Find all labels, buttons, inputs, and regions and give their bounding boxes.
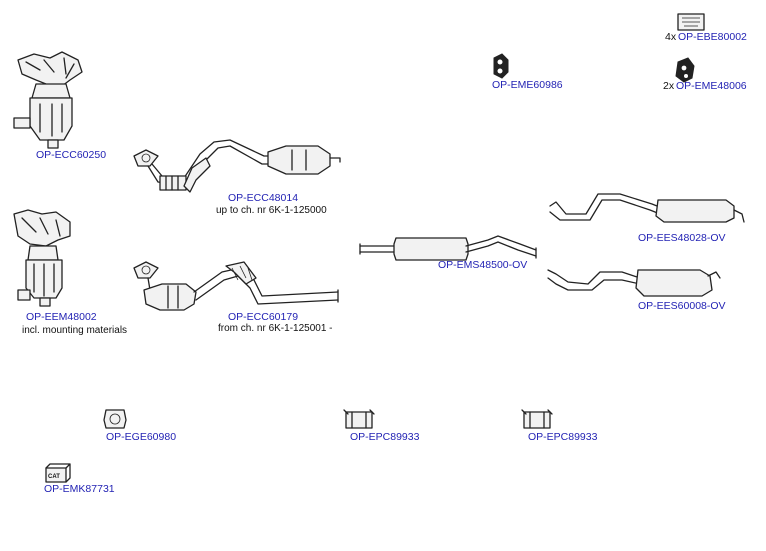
rubber-mount-drawing-eme48006[interactable] <box>675 57 695 83</box>
part-code-ems48500[interactable]: OP-EMS48500-OV <box>438 259 528 271</box>
pipe-clamp-drawing-epc89933-a[interactable] <box>343 409 375 429</box>
part-code-emk87731[interactable]: OP-EMK87731 <box>44 483 115 495</box>
front-pipe-catalyst-drawing-ecc48014[interactable] <box>133 139 341 193</box>
pipe-clamp-drawing-epc89933-b[interactable] <box>521 409 553 429</box>
part-code-ees48028[interactable]: OP-EES48028-OV <box>638 232 726 244</box>
part-code-ees60008[interactable]: OP-EES60008-OV <box>638 300 726 312</box>
middle-silencer-drawing-ems48500[interactable] <box>359 235 537 261</box>
part-code-eem48002[interactable]: OP-EEM48002 <box>26 311 97 323</box>
part-code-eme60986[interactable]: OP-EME60986 <box>492 79 563 91</box>
part-code-ege60980[interactable]: OP-EGE60980 <box>106 431 177 443</box>
rear-silencer-drawing-ees60008[interactable] <box>547 269 721 297</box>
front-pipe-catalyst-drawing-ecc60179[interactable] <box>133 261 339 311</box>
part-code-ebe80002[interactable]: OP-EBE80002 <box>678 31 747 43</box>
rear-silencer-drawing-ees48028[interactable] <box>549 193 745 223</box>
part-qty-eme48006: 2x <box>663 80 675 92</box>
part-code-ecc48014[interactable]: OP-ECC48014 <box>228 192 299 204</box>
part-code-eme48006[interactable]: OP-EME48006 <box>676 80 747 92</box>
bolt-package-drawing-ebe80002[interactable] <box>677 13 705 31</box>
manifold-catalyst-drawing-ecc60250[interactable] <box>13 51 83 149</box>
rubber-mount-drawing-eme60986[interactable] <box>493 53 509 79</box>
gasket-drawing-ege60980[interactable] <box>103 409 127 429</box>
part-note-ecc48014: up to ch. nr 6K-1-125000 <box>216 205 327 216</box>
part-qty-ebe80002: 4x <box>665 31 677 43</box>
part-code-epc89933-b[interactable]: OP-EPC89933 <box>528 431 598 443</box>
mounting-kit-box-drawing-emk87731[interactable] <box>45 463 71 483</box>
part-code-ecc60179[interactable]: OP-ECC60179 <box>228 311 299 323</box>
part-note-ecc60179: from ch. nr 6K-1-125001 - <box>218 323 333 334</box>
part-note-eem48002: incl. mounting materials <box>22 325 128 336</box>
exhaust-manifold-drawing-eem48002[interactable] <box>13 209 71 307</box>
mounting-kit-box-label: CAT <box>48 474 60 480</box>
part-code-epc89933-a[interactable]: OP-EPC89933 <box>350 431 420 443</box>
part-code-ecc60250[interactable]: OP-ECC60250 <box>36 149 107 161</box>
